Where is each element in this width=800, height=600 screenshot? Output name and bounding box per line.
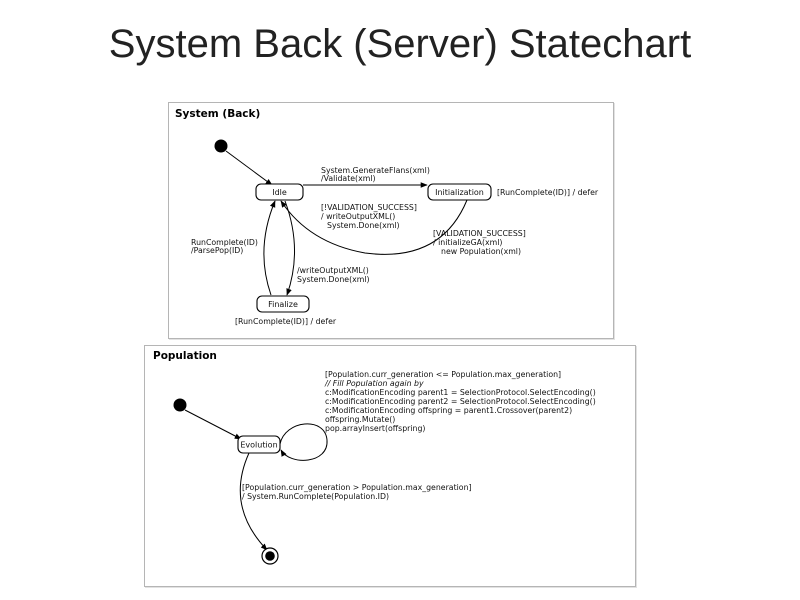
system-back-statechart-panel: System (Back) Idle Initialization Finali…: [168, 102, 614, 339]
label-validation-fail: [!VALIDATION_SUCCESS]: [321, 203, 417, 212]
label-exit-action: / System.RunComplete(Population.ID): [242, 492, 389, 501]
label-validate: /Validate(xml): [321, 174, 376, 183]
initial-state-dot: [214, 139, 228, 153]
label-generate-plans: System.GenerateFlans(xml): [321, 166, 430, 175]
transition-finalize-to-idle: [263, 200, 276, 296]
final-state-dot: [265, 551, 275, 561]
population-header: Population: [153, 350, 217, 362]
label-finalize-defer: [RunComplete(ID)] / defer: [235, 317, 337, 326]
state-initialization[interactable]: [427, 183, 492, 201]
label-parent1: c:ModificationEncoding parent1 = Selecti…: [325, 388, 596, 397]
label-loop-guard: [Population.curr_generation <= Populatio…: [325, 370, 561, 379]
label-system-done: System.Done(xml): [327, 221, 400, 230]
label-write-output: / writeOutputXML(): [321, 212, 395, 221]
population-initial-arrow: [184, 409, 242, 440]
label-init-defer: [RunComplete(ID)] / defer: [497, 188, 599, 197]
label-exit-guard: [Population.curr_generation > Population…: [242, 483, 472, 492]
state-finalize[interactable]: [256, 295, 310, 313]
state-idle-label: Idle: [272, 188, 287, 197]
system-back-diagram: System (Back) Idle Initialization Finali…: [175, 108, 599, 326]
system-back-header: System (Back): [175, 108, 260, 120]
transition-evolution-to-final: [239, 452, 268, 551]
label-run-complete: RunComplete(ID): [191, 238, 258, 247]
label-array-insert: pop.arrayInsert(offspring): [325, 424, 425, 433]
population-initial-dot: [173, 398, 187, 412]
population-statechart-panel: Population Evolution [Population.curr_ge…: [144, 345, 636, 587]
state-evolution-label: Evolution: [240, 441, 277, 450]
population-diagram: Population Evolution [Population.curr_ge…: [153, 350, 596, 565]
label-parse-pop: /ParsePop(ID): [191, 246, 243, 255]
label-loop-comment: // Fill Population again by: [324, 379, 424, 388]
label-mutate: offspring.Mutate(): [325, 415, 395, 424]
transition-init-to-idle: [280, 199, 468, 255]
label-initialize-ga: / initializeGA(xml): [433, 238, 502, 247]
label-write-output-xml: /writeOutputXML(): [297, 266, 369, 275]
label-new-population: new Population(xml): [441, 247, 521, 256]
slide-title: System Back (Server) Statechart: [108, 22, 692, 66]
label-validation-success: [VALIDATION_SUCCESS]: [433, 229, 526, 238]
state-idle[interactable]: [255, 183, 304, 201]
label-offspring: c:ModificationEncoding offspring = paren…: [325, 406, 572, 415]
transition-evolution-self-loop: [279, 423, 328, 461]
transition-idle-to-finalize: [284, 200, 295, 296]
label-finalize-done: System.Done(xml): [297, 275, 370, 284]
label-parent2: c:ModificationEncoding parent2 = Selecti…: [325, 397, 596, 406]
state-evolution[interactable]: [237, 435, 281, 454]
initial-transition-arrow: [225, 150, 273, 186]
state-initialization-label: Initialization: [435, 188, 484, 197]
state-finalize-label: Finalize: [268, 300, 298, 309]
